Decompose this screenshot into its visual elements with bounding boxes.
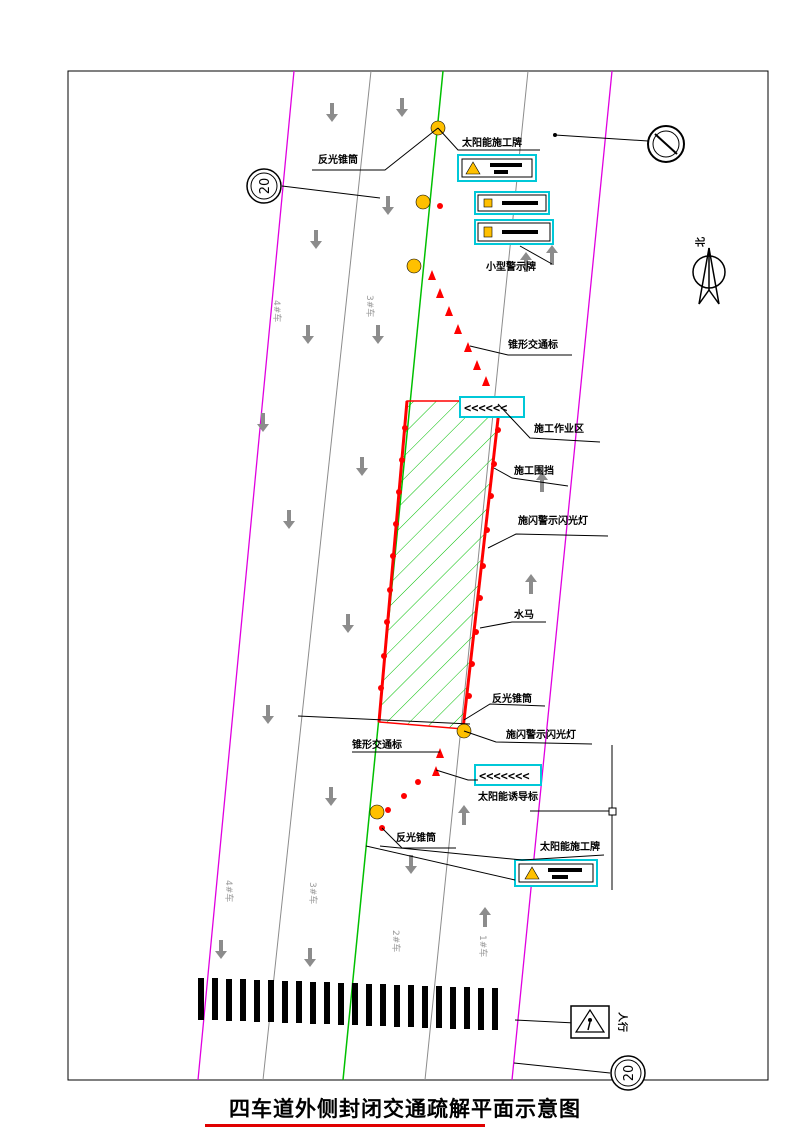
traffic-cone-icon [464,342,472,352]
north-arrow: 北 [692,237,726,305]
arrow-down-icon [215,940,227,959]
pedestrian-sign: 人行 [514,1005,629,1039]
traffic-cone-icon [445,306,453,316]
north-label: 北 [694,237,707,247]
speed-limit-top: 20 [246,168,381,204]
traffic-cone-icon [473,360,481,370]
arrow-down-icon [356,457,368,476]
speed-limit-value: 20 [622,1065,637,1082]
lane-label-3: 3#车 [307,882,319,904]
traffic-cone-icon [385,807,391,813]
arrow-down-icon [342,614,354,633]
arrow-down-icon [396,98,408,117]
traffic-cone-icon [401,793,407,799]
lane-label-2: 2#车 [390,930,402,952]
pedestrian-sign-label: 人行 [616,1012,629,1032]
guide-sign-bottom: <<<<<<< [474,764,542,786]
label-small-sign: 小型警示牌 [485,260,536,273]
arrow-up-icon [479,907,491,927]
traffic-cone-icon [436,288,444,298]
drawing-frame [67,70,769,1081]
label-solar-guide-sign: 太阳能诱导标 [477,790,538,803]
guide-sign-top: <<<<<< [459,396,525,418]
leader-lines [297,127,613,890]
traffic-cone-icon [454,324,462,334]
arrow-up-icon [520,252,532,272]
warning-triangle-icon [524,866,540,880]
arrow-down-icon [382,196,394,215]
traffic-cone-icon [437,203,443,209]
arrow-down-icon [405,855,417,874]
warning-light-icon [406,258,422,274]
arrow-down-icon [372,325,384,344]
speed-limit-value: 20 [258,178,273,195]
label-work-fence: 施工围挡 [514,464,554,477]
speed-limit-icon [246,168,282,204]
warning-triangle-icon [465,161,481,175]
lane-labels: 4#车 3#车 4#车 3#车 2#车 1#车 [223,295,489,957]
label-warning-light-bottom: 施闪警示闪光灯 [506,728,576,741]
solar-sign-bottom [514,859,598,887]
warning-light-icon [369,804,385,820]
lane-line-left [262,70,372,1081]
label-reflective-cone-top: 反光锥筒 [318,153,358,166]
road-edge-right [511,70,613,1081]
label-reflective-cone-bottom: 反光锥筒 [396,831,436,844]
arrow-up-icon [458,805,470,825]
lane-arrows [215,98,558,967]
label-buffer-cone: 锥形交通标 [508,338,558,351]
arrow-down-icon [325,787,337,806]
no-parking-sign [553,125,685,163]
work-fence-left [377,400,409,723]
lane-label-4: 4#车 [223,880,235,902]
fence-cones [378,425,501,699]
pedestrian-crossing [198,978,498,1030]
label-warning-light-top: 施闪警示闪光灯 [518,514,588,527]
title-underline [205,1124,485,1127]
arrow-down-icon [304,948,316,967]
label-water-horse: 水马 [513,608,534,621]
arrow-down-icon [302,325,314,344]
traffic-cone-icon [432,766,440,776]
lane-label-3: 3#车 [364,295,376,317]
lane-label-1: 1#车 [477,935,489,957]
sign-symbol-icon [483,226,493,238]
arrow-down-icon [326,103,338,122]
traffic-cone-icon [436,748,444,758]
page-title: 四车道外侧封闭交通疏解平面示意图 [229,1096,581,1121]
chevron-arrows-icon: <<<<<< [464,401,507,415]
traffic-cone-icon [482,376,490,386]
arrow-down-icon [262,705,274,724]
arrow-down-icon [283,510,295,529]
traffic-cone-icon [428,270,436,280]
speed-limit-icon [610,1055,646,1091]
cad-cursor-box [608,807,617,816]
arrow-up-icon [536,472,548,492]
arrow-up-icon [546,245,558,265]
road-edge-left [197,70,295,1081]
solar-sign-top [457,154,537,182]
arrow-up-icon [525,574,537,594]
taper-cones-top [428,270,490,386]
taper-cones-bottom [379,748,444,831]
label-solar-sign-bottom: 太阳能施工牌 [539,840,600,853]
label-reflective-cone-mid: 反光锥筒 [492,692,532,705]
arrow-down-icon [310,230,322,249]
annotation-labels: 反光锥筒 太阳能施工牌 小型警示牌 锥形交通标 施工作业区 施工围挡 施闪警示闪… [318,136,600,853]
label-work-area: 施工作业区 [534,422,584,435]
label-solar-sign-top: 太阳能施工牌 [461,136,522,149]
sign-symbol-icon [483,198,493,208]
small-sign-2 [474,219,554,245]
arrow-down-icon [257,413,269,432]
small-sign-1 [474,191,550,215]
label-buffer-cone-bottom: 锥形交通标 [352,738,402,751]
speed-limit-bottom: 20 [513,1055,646,1091]
warning-light-icon [415,194,431,210]
chevron-arrows-icon: <<<<<<< [479,769,530,783]
traffic-cone-icon [415,779,421,785]
lane-label-4: 4#车 [271,300,283,322]
